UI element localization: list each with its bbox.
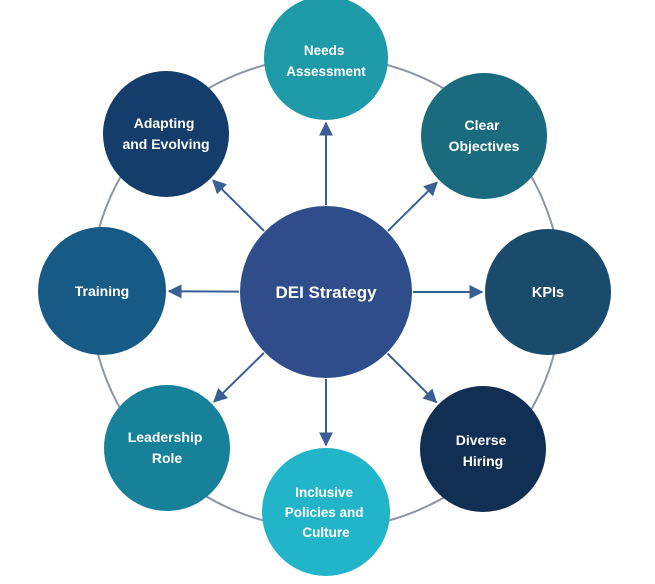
node-training: Training bbox=[38, 227, 166, 355]
arrow-to-adapting-evolving bbox=[212, 179, 265, 232]
arrow-to-leadership-role bbox=[213, 352, 265, 403]
node-leadership-role: Leadership Role bbox=[104, 385, 230, 511]
node-label: Adapting and Evolving bbox=[122, 115, 209, 152]
node-circle bbox=[264, 0, 388, 120]
arrow-to-clear-objectives bbox=[387, 181, 438, 232]
center-label: DEI Strategy bbox=[275, 283, 377, 302]
node-circle bbox=[104, 385, 230, 511]
node-diverse-hiring: Diverse Hiring bbox=[420, 386, 546, 512]
arrow-to-diverse-hiring bbox=[386, 352, 438, 404]
node-adapting-evolving: Adapting and Evolving bbox=[103, 71, 229, 197]
center-node: DEI Strategy bbox=[240, 206, 412, 378]
node-label: Needs Assessment bbox=[286, 43, 366, 79]
node-circle bbox=[262, 448, 390, 576]
node-label: Leadership Role bbox=[128, 429, 207, 466]
node-circle bbox=[103, 71, 229, 197]
node-clear-objectives: Clear Objectives bbox=[421, 73, 547, 199]
node-label: Inclusive Policies and Culture bbox=[285, 485, 368, 540]
node-label: Training bbox=[75, 283, 129, 299]
node-circle bbox=[420, 386, 546, 512]
node-needs-assessment: Needs Assessment bbox=[264, 0, 388, 120]
node-inclusive-policies: Inclusive Policies and Culture bbox=[262, 448, 390, 576]
node-circle bbox=[421, 73, 547, 199]
node-circle bbox=[38, 227, 166, 355]
center-circle bbox=[240, 206, 412, 378]
node-label: Diverse Hiring bbox=[456, 432, 510, 469]
node-circle bbox=[485, 229, 611, 355]
node-kpis: KPIs bbox=[485, 229, 611, 355]
node-label: Clear Objectives bbox=[449, 117, 520, 154]
node-label: KPIs bbox=[532, 285, 564, 301]
arrow-group bbox=[167, 121, 484, 447]
